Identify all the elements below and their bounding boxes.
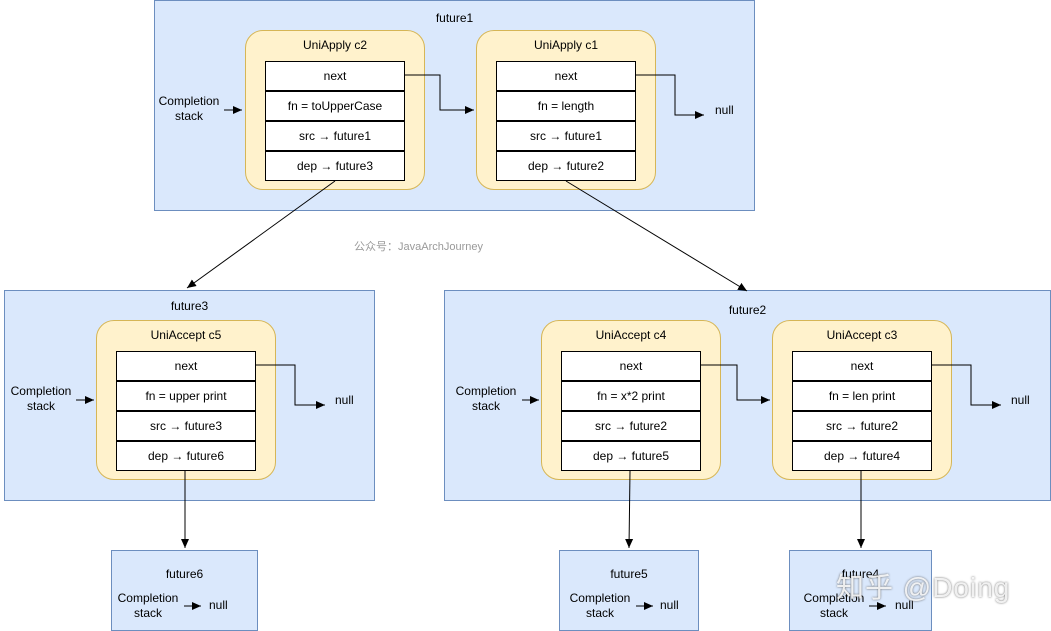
node-uniapply-c2: UniApply c2 next fn = toUpperCase src → … — [245, 30, 425, 190]
future5-title: future5 — [610, 567, 648, 581]
c1-next-arrow — [636, 74, 704, 119]
node-c5-null-label: null — [335, 393, 354, 407]
node-c1-field-src: src → future1 — [496, 121, 636, 151]
node-c1-null-label: null — [715, 103, 734, 117]
node-c4-field-fn: fn = x*2 print — [561, 381, 701, 411]
node-c3-field-dep: dep → future4 — [792, 441, 932, 471]
node-c3-field-src: src → future2 — [792, 411, 932, 441]
node-c3-title: UniAccept c3 — [826, 328, 898, 342]
c1-dep-arrow — [565, 180, 748, 292]
future1-title: future1 — [435, 11, 474, 25]
zhihu-watermark: 知乎 @Doing — [836, 572, 1011, 603]
future6-completion-stack-label: Completion stack — [117, 591, 179, 620]
node-c1-title: UniApply c1 — [533, 38, 599, 52]
future4-completion-stack-label: Completion stack — [803, 591, 865, 620]
node-c5-field-src: src → future3 — [116, 411, 256, 441]
future2-title: future2 — [728, 303, 767, 317]
node-uniaccept-c4: UniAccept c4 next fn = x*2 print src → f… — [541, 320, 721, 480]
node-c3-field-fn: fn = len print — [792, 381, 932, 411]
future3-completion-stack-label: Completion stack — [10, 384, 72, 413]
node-uniapply-c1: UniApply c1 next fn = length src → futur… — [476, 30, 656, 190]
node-c2-title: UniApply c2 — [302, 38, 368, 52]
node-c4-field-src: src → future2 — [561, 411, 701, 441]
c4-next-arrow — [701, 364, 770, 404]
node-c4-field-dep: dep → future5 — [561, 441, 701, 471]
node-c4-field-next: next — [561, 351, 701, 381]
future5-null-label: null — [660, 598, 679, 612]
future4-box: future4 — [789, 550, 932, 631]
node-c2-field-fn: fn = toUpperCase — [265, 91, 405, 121]
node-c2-field-next: next — [265, 61, 405, 91]
node-c1-field-dep: dep → future2 — [496, 151, 636, 181]
future4-title: future4 — [841, 567, 880, 581]
future6-box: future6 — [111, 550, 258, 631]
c2-dep-arrow — [186, 180, 336, 289]
node-uniaccept-c5: UniAccept c5 next fn = upper print src →… — [96, 320, 276, 480]
node-uniaccept-c3: UniAccept c3 next fn = len print src → f… — [772, 320, 952, 480]
c5-next-arrow — [256, 364, 325, 409]
future2-completion-stack-label: Completion stack — [455, 384, 517, 413]
future5-completion-stack-label: Completion stack — [569, 591, 631, 620]
node-c1-field-next: next — [496, 61, 636, 91]
node-c5-field-fn: fn = upper print — [116, 381, 256, 411]
node-c3-field-next: next — [792, 351, 932, 381]
future6-null-label: null — [209, 598, 228, 612]
future5-box: future5 — [559, 550, 699, 631]
c4-dep-arrow — [625, 470, 634, 549]
node-c2-field-dep: dep → future3 — [265, 151, 405, 181]
node-c1-field-fn: fn = length — [496, 91, 636, 121]
c3-next-arrow — [932, 364, 1001, 409]
node-c2-field-src: src → future1 — [265, 121, 405, 151]
wechat-watermark: 公众号：JavaArchJourney — [354, 241, 483, 253]
future3-title: future3 — [170, 299, 209, 313]
node-c3-null-label: null — [1011, 393, 1030, 407]
future1-completion-stack-label: Completion stack — [158, 94, 220, 123]
node-c5-field-next: next — [116, 351, 256, 381]
node-c4-title: UniAccept c4 — [595, 328, 667, 342]
c2-next-arrow — [405, 74, 474, 114]
node-c5-field-dep: dep → future6 — [116, 441, 256, 471]
node-c5-title: UniAccept c5 — [150, 328, 222, 342]
future6-title: future6 — [165, 567, 204, 581]
future4-null-label: null — [895, 598, 914, 612]
